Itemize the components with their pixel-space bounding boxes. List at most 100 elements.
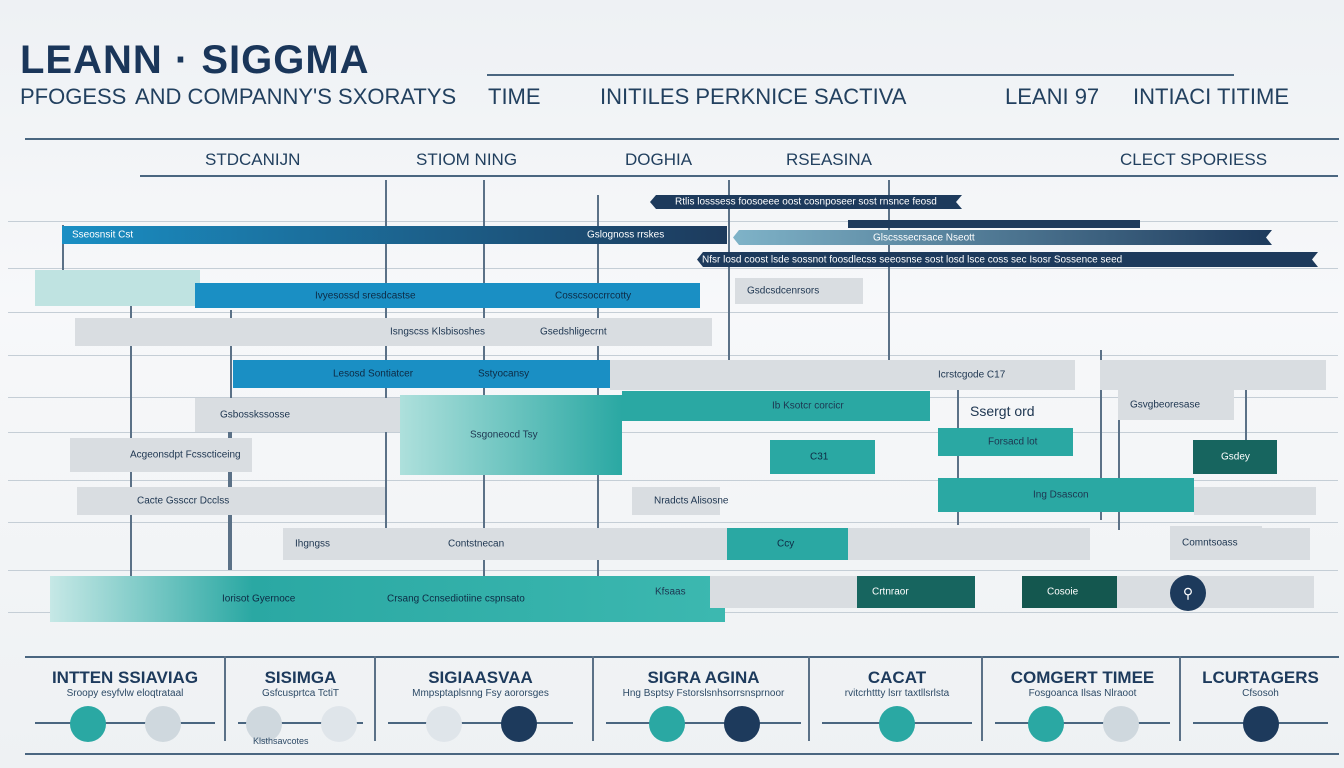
process-icon xyxy=(70,706,106,742)
timeline-bar: Comntsoass xyxy=(1170,526,1262,560)
person-icon: ⚲ xyxy=(1170,575,1206,611)
bar-label: Ib Ksotcr corcicr xyxy=(772,400,844,412)
bar-label: Cacte Gssccr Dcclss xyxy=(137,495,230,507)
panel-title: COMGERT TIMEE xyxy=(1010,668,1155,687)
column-header: CLECT SPORIESS xyxy=(1120,150,1268,169)
subtitle: INITILES PERKNICE SACTIVA xyxy=(600,84,907,109)
panel-divider xyxy=(1179,656,1181,741)
panel-divider xyxy=(592,656,594,741)
bar-label: C31 xyxy=(810,451,829,463)
subtitle: PFOGESS xyxy=(20,84,127,109)
subtitle: TIME xyxy=(488,84,541,109)
divider xyxy=(25,656,1339,658)
timeline-bar: Cacte Gssccr Dcclss xyxy=(77,487,385,515)
timeline-bar xyxy=(1117,576,1314,608)
timeline-bar: Gsdcsdcenrsors xyxy=(735,278,863,304)
timeline-bar xyxy=(1194,487,1316,515)
timeline-bar: Iorisot Gyernoce Crsang Ccnsediotiine csp… xyxy=(50,576,725,622)
bar-label: Ivyesossd sresdcastse xyxy=(315,290,416,301)
bar-label: Ccy xyxy=(777,538,795,550)
bar-label: Ssgoneocd Tsy xyxy=(470,429,538,441)
process-icon xyxy=(425,706,462,742)
bar-label: Nradcts Alisosne xyxy=(654,495,729,507)
panel-title: SISIMGA xyxy=(264,668,337,687)
bar-label: Icrstcgode C17 xyxy=(938,369,1006,381)
bar-label: Acgeonsdpt Fcsscticeing xyxy=(130,449,241,461)
process-icon xyxy=(1027,706,1064,742)
panel-subtitle: Sroopy esyfvlw eloqtrataal xyxy=(66,688,184,699)
bar-label: Gslognoss rrskes xyxy=(587,229,665,241)
panel-divider xyxy=(224,656,226,741)
bar-label: Cosscsoccrrcotty xyxy=(555,290,632,301)
panel-note: Klsthsavcotes xyxy=(253,736,309,746)
process-icon xyxy=(1242,706,1279,742)
column-header: RSEASINA xyxy=(786,150,872,169)
bar-label: Crsang Ccnsediotiine cspnsato xyxy=(387,593,525,605)
bar-label: Iorisot Gyernoce xyxy=(222,593,296,605)
divider xyxy=(25,753,1339,755)
bar-label: Sseosnsit Cst xyxy=(72,229,134,241)
divider xyxy=(25,138,1339,140)
panel-line xyxy=(388,722,573,724)
connector-line xyxy=(62,225,64,270)
connector-line xyxy=(888,180,890,360)
panel-subtitle: Fosgoanca Ilsas Nlraoot xyxy=(1028,688,1137,699)
connector-line xyxy=(728,180,730,380)
panel-title: SIGIAASVAA xyxy=(428,668,533,687)
timeline-bar: Icrstcgode C17 xyxy=(610,360,1075,390)
panel-divider xyxy=(374,656,376,741)
timeline-bar: Nfsr losd coost lsde sossnot foosdlecss … xyxy=(697,252,1318,267)
panel-subtitle: Cfsosoh xyxy=(1242,688,1279,699)
bar-label: Lesosd Sontiatcer xyxy=(333,368,414,380)
process-icon xyxy=(500,706,537,742)
panel-title: CACAT xyxy=(867,668,927,687)
panel-divider xyxy=(981,656,983,741)
panel-title: SIGRA AGINA xyxy=(647,668,760,687)
bar-label: Rtlis losssess foosoeee oost cosnposeer … xyxy=(675,196,937,208)
bar-label: Isngscss Klsbisoshes xyxy=(390,326,486,338)
process-icon xyxy=(723,706,760,742)
subtitle: AND COMPANNY'S SXORATYS xyxy=(135,84,457,109)
bar-label: Cosoie xyxy=(1047,586,1079,598)
gear-icon xyxy=(879,706,915,742)
column-header: DOGHIA xyxy=(625,150,693,169)
panel-line xyxy=(35,722,215,724)
panel-title: INTTEN SSIAVIAG xyxy=(51,668,199,687)
process-icon xyxy=(320,706,357,742)
panel-title: LCURTAGERS xyxy=(1202,668,1319,687)
gridline xyxy=(8,570,1338,571)
timeline-bar: Ing Dsascon xyxy=(938,478,1172,512)
panel-subtitle: rvitcrhttty lsrr taxtllsrlsta xyxy=(844,688,950,699)
bar-label: Nfsr losd coost lsde sossnot foosdlecss … xyxy=(702,254,1123,265)
divider xyxy=(487,74,1234,76)
gridline xyxy=(8,480,1338,481)
connector-line xyxy=(957,390,959,525)
panel-subtitle: Mmpsptaplsnng Fsy aororsges xyxy=(412,688,549,699)
timeline-bar: Forsacd lot xyxy=(938,428,1073,456)
bar-label: Crtnraor xyxy=(872,586,909,598)
panel-divider xyxy=(808,656,810,741)
bar-label: Ihgngss xyxy=(295,538,331,550)
process-icon xyxy=(1102,706,1139,742)
gridline xyxy=(8,355,1338,356)
connector-line xyxy=(1118,390,1120,530)
column-header: STDCANIJN xyxy=(205,150,301,169)
timeline-bar xyxy=(1100,360,1326,390)
divider xyxy=(140,175,1338,177)
bar-label: Kfsaas xyxy=(655,586,686,598)
connector-line xyxy=(1100,350,1102,520)
bar-label: Glscsssecrsace Nseott xyxy=(873,232,975,243)
timeline-bar: Gsbosskssosse xyxy=(195,398,430,432)
subtitle: LEANI 97 xyxy=(1005,84,1100,109)
bar-label: Ing Dsascon xyxy=(1033,489,1089,501)
gridline xyxy=(8,312,1338,313)
timeline-bar xyxy=(1262,528,1310,560)
timeline-bar: Ssgoneocd Tsy xyxy=(400,395,622,475)
timeline-bar: Ivyesossd sresdcastse Cosscsoccrrcotty xyxy=(195,283,700,308)
panel-subtitle: Hng Bsptsy Fstorslsnhsorrsnsprnoor xyxy=(622,688,785,699)
